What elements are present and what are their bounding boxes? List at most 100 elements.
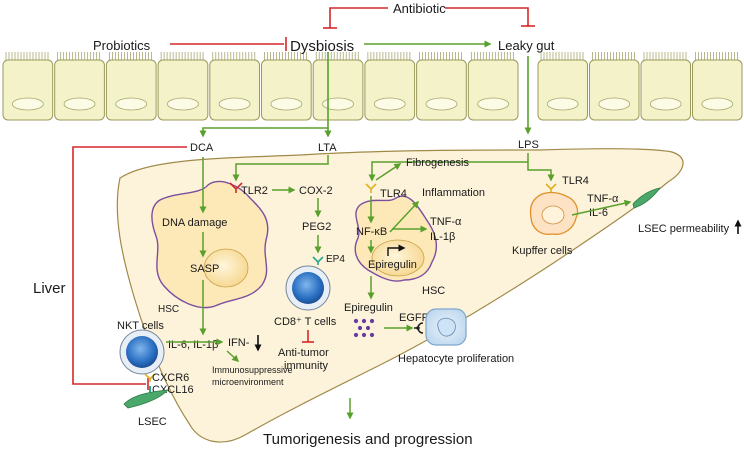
gut-epithelial-cell — [537, 59, 588, 121]
gut-microvilli — [212, 52, 256, 60]
dca-label: DCA — [190, 142, 214, 154]
dca-inhibition-lsec — [72, 146, 187, 390]
gut-epithelial-cell — [416, 59, 467, 121]
tlr4-kupffer-receptor — [545, 183, 557, 192]
gut-microvilli — [315, 52, 359, 60]
egfr-label: EGFR — [399, 312, 430, 324]
lsec-cell-left — [123, 389, 170, 409]
gut-epithelial-cell — [589, 59, 640, 121]
gut-microvilli — [5, 52, 49, 60]
gut-cell-nucleus — [373, 97, 406, 111]
gut-microvilli — [643, 52, 687, 60]
il1b-hsc-label: IL-1β — [430, 231, 455, 243]
tlr2-receptor — [229, 182, 243, 193]
gut-microvilli — [419, 52, 462, 60]
kupffer-label: Kupffer cells — [512, 245, 573, 257]
gut-cell-nucleus — [11, 97, 44, 111]
ep4-receptor — [312, 256, 324, 265]
gut-cell-nucleus — [425, 97, 458, 111]
ep4-label: EP4 — [326, 254, 345, 265]
gut-epithelial-cell — [157, 59, 209, 121]
gut-epithelial-cell — [364, 59, 416, 121]
gut-cell-nucleus — [115, 97, 148, 111]
tnfa-kupffer-label: TNF-α — [587, 193, 619, 205]
gut-epithelial-cell — [2, 59, 54, 121]
probiotics-inhibition — [170, 37, 287, 51]
gut-cell-nucleus — [649, 97, 682, 111]
gut-epithelial-cell — [209, 59, 261, 121]
gut-epithelial-cell — [312, 59, 364, 121]
gut-microvilli — [57, 52, 101, 60]
gut-epithelial-cell — [467, 59, 519, 121]
nfkb-label: NF-κB — [356, 226, 387, 238]
gut-cell-nucleus — [63, 97, 96, 111]
gut-microvilli — [540, 52, 584, 60]
gut-microvilli — [592, 52, 635, 60]
cox2-label: COX-2 — [299, 185, 333, 197]
il6-il1b-label: IL-6, IL-1β — [168, 339, 218, 351]
hsc-nucleus-right — [371, 239, 425, 277]
lsec-cell-right — [632, 187, 661, 209]
gut-microvilli — [367, 52, 411, 60]
kupffer-to-lsec-arrow — [571, 199, 632, 216]
cd8-inhibition — [302, 330, 314, 343]
tlr4-kupffer-label: TLR4 — [562, 175, 589, 187]
dna-damage-label: DNA damage — [162, 217, 227, 229]
peg2-label: PEG2 — [302, 221, 331, 233]
liver-label: Liver — [33, 280, 66, 297]
gut-cell-nucleus — [218, 97, 251, 111]
egfr-receptor-dot — [416, 326, 420, 330]
gut-epithelium — [2, 52, 743, 121]
gut-epithelial-cell — [692, 59, 743, 121]
inflammation-label: Inflammation — [422, 187, 485, 199]
immunosuppressive-label-1: Immunosuppressive — [212, 365, 293, 375]
gut-microvilli — [264, 52, 307, 60]
tumorigenesis-label: Tumorigenesis and progression — [263, 431, 473, 448]
hsc-nucleus-left — [203, 248, 249, 288]
cd8-t-cell-nucleus — [292, 272, 324, 304]
gut-epithelial-cell — [54, 59, 105, 121]
ifn-to-immuno-arrow — [226, 350, 240, 363]
nkt-cell-nucleus — [126, 336, 158, 368]
hepatocyte-proliferation-label: Hepatocyte proliferation — [398, 353, 514, 365]
lta-to-tlr2-arrow — [232, 155, 329, 182]
antibiotic-label: Antibiotic — [393, 1, 446, 16]
nkt-cells-label: NKT cells — [117, 320, 164, 332]
gene-promoter-arrow — [387, 244, 406, 256]
dysbiosis-metabolite-arrows — [199, 52, 332, 138]
gut-microvilli — [109, 52, 152, 60]
gut-cell-nucleus — [322, 97, 354, 111]
leaky-gut-label: Leaky gut — [498, 38, 555, 53]
gut-microvilli — [160, 52, 204, 60]
hsc-left-label: HSC — [158, 304, 179, 315]
ifn-label: IFN- — [228, 337, 250, 349]
lps-branch-arrows — [368, 153, 555, 182]
tnfa-hsc-label: TNF-α — [430, 216, 462, 228]
cxcr6-receptor — [144, 373, 156, 382]
dysbiosis-label: Dysbiosis — [290, 38, 354, 55]
gut-cell-nucleus — [701, 97, 734, 111]
hsc-cell-left — [151, 180, 269, 309]
hsc-right-label: HSC — [422, 285, 445, 297]
epiregulin-dots — [353, 318, 375, 338]
immunosuppressive-label-2: microenvironment — [212, 377, 284, 387]
gut-cell-nucleus — [598, 97, 631, 111]
lta-label: LTA — [318, 142, 337, 154]
gut-microvilli — [695, 52, 738, 60]
gut-epithelial-cell — [261, 59, 312, 121]
gut-epithelial-cell — [640, 59, 691, 121]
tlr4-hsc-receptor — [365, 183, 377, 193]
hepatocyte-nucleus — [437, 317, 456, 337]
epiregulin-in-label: Epiregulin — [368, 259, 417, 271]
gut-cell-nucleus — [477, 97, 510, 111]
cd8-label: CD8⁺ T cells — [274, 316, 337, 328]
hsc-right-arrows — [367, 163, 428, 300]
gut-cell-nucleus — [546, 97, 579, 111]
tlr2-label: TLR2 — [241, 185, 268, 197]
gut-cell-nucleus — [167, 97, 199, 111]
anti-tumor-label-1: Anti-tumor — [278, 347, 329, 359]
epiregulin-out-label: Epiregulin — [344, 302, 393, 314]
kupffer-nucleus — [541, 205, 565, 225]
